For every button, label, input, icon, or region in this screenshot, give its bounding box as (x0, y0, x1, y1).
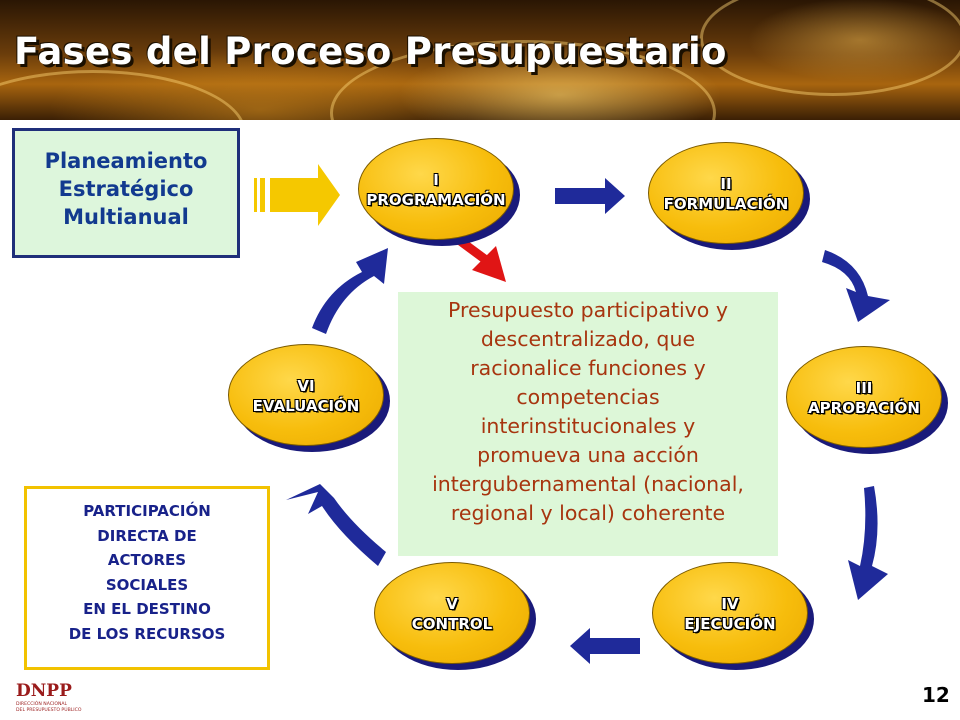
phase-programacion: I PROGRAMACIÓN (358, 138, 520, 246)
phase-number: IV (721, 595, 739, 613)
phase-name: PROGRAMACIÓN (366, 191, 506, 209)
phase-number: III (855, 379, 873, 397)
phase-ellipse (228, 344, 384, 446)
arrow-evaluacion-to-programacion (312, 248, 388, 334)
arrow-control-to-evaluacion (286, 484, 386, 566)
planeamiento-line: Planeamiento (44, 149, 208, 173)
center-line: regional y local) coherente (450, 501, 726, 525)
phase-name: EVALUACIÓN (252, 397, 360, 415)
phase-name: CONTROL (411, 615, 493, 633)
center-line: interinstitucionales y (480, 414, 696, 438)
page-number: 12 (922, 683, 950, 707)
phase-ejecucion: IV EJECUCIÓN (652, 562, 814, 670)
center-line: Presupuesto participativo y (448, 298, 728, 322)
planeamiento-line: Multianual (63, 205, 189, 229)
phase-formulacion: II FORMULACIÓN (648, 142, 810, 250)
phase-name: FORMULACIÓN (663, 195, 789, 213)
participacion-line: SOCIALES (105, 575, 189, 594)
phase-number: I (433, 171, 439, 189)
phase-name: EJECUCIÓN (684, 615, 776, 633)
phase-control: V CONTROL (374, 562, 536, 670)
phase-number: V (446, 595, 458, 613)
participacion-line: DE LOS RECURSOS (68, 624, 226, 643)
center-line: competencias (516, 385, 660, 409)
arrow-formulacion-to-aprobacion (822, 250, 890, 322)
coin-decoration (700, 0, 960, 96)
arrow-aprobacion-to-ejecucion (848, 486, 888, 600)
planeamiento-line: Estratégico (58, 177, 194, 201)
phase-ellipse (652, 562, 808, 664)
dnpp-logo: DNPP DIRECCIÓN NACIONAL DEL PRESUPUESTO … (16, 681, 82, 713)
planeamiento-box: Planeamiento Estratégico Multianual (12, 128, 240, 258)
phase-aprobacion: III APROBACIÓN (786, 346, 948, 454)
logo-subtitle-1: DIRECCIÓN NACIONAL (16, 700, 68, 707)
slide-title: Fases del Proceso Presupuestario (14, 30, 727, 73)
logo-subtitle-2: DEL PRESUPUESTO PÚBLICO (16, 706, 82, 713)
participacion-line: DIRECTA DE (97, 526, 197, 545)
logo-name: DNPP (16, 681, 72, 701)
participacion-line: PARTICIPACIÓN (83, 502, 211, 520)
arrow-programacion-to-formulacion (555, 178, 625, 214)
participacion-line: ACTORES (107, 551, 187, 569)
phase-number: VI (297, 377, 315, 395)
participacion-line: EN EL DESTINO (83, 600, 211, 618)
phase-ellipse (648, 142, 804, 244)
center-line: descentralizado, que (480, 327, 696, 351)
yellow-entry-arrow (254, 164, 340, 226)
phase-number: II (720, 175, 732, 193)
title-banner: Fases del Proceso Presupuestario (0, 0, 960, 120)
center-line: promueva una acción (477, 443, 699, 467)
phase-ellipse (786, 346, 942, 448)
center-line: intergubernamental (nacional, (432, 472, 744, 496)
phase-ellipse (374, 562, 530, 664)
participacion-box: PARTICIPACIÓN DIRECTA DE ACTORES SOCIALE… (24, 486, 270, 670)
center-line: racionalice funciones y (470, 356, 706, 380)
center-description-box: Presupuesto participativo y descentraliz… (398, 292, 778, 556)
arrow-ejecucion-to-control (570, 628, 640, 664)
phase-name: APROBACIÓN (808, 399, 920, 417)
phase-ellipse (358, 138, 514, 240)
phase-evaluacion: VI EVALUACIÓN (228, 344, 390, 452)
